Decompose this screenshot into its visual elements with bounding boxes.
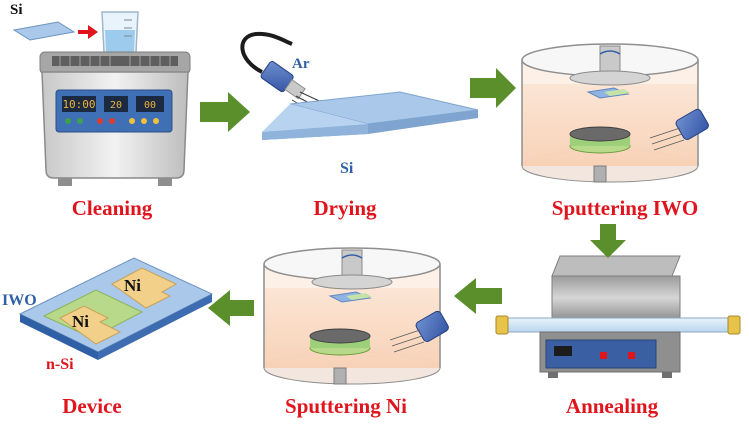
- argon-label: Ar: [292, 56, 310, 72]
- red-arrow-right: [78, 25, 98, 39]
- drying-illustration: [240, 31, 479, 140]
- nitrogen-gun: [260, 61, 306, 100]
- cleaner-display-time: 10:00: [62, 98, 95, 111]
- arrow-sputtering-ni-to-device: [208, 290, 254, 326]
- arrow-sputtering-to-annealing: [590, 224, 626, 258]
- step-label-device: Device: [62, 394, 122, 418]
- step-label-annealing: Annealing: [565, 394, 659, 418]
- furnace-tube: [501, 317, 735, 333]
- tube-furnace: [495, 255, 741, 378]
- cleaner-display-power: 00: [144, 100, 156, 111]
- si-wafer-label: Si: [10, 2, 23, 18]
- cleaner-display-temp: 20: [110, 100, 122, 111]
- arrow-cleaning-to-drying: [200, 92, 250, 132]
- ni-electrode-bottom: [59, 305, 122, 345]
- sputter-chamber-ni: [263, 247, 449, 385]
- n-si-label: n-Si: [46, 356, 74, 373]
- flow-arrows: [200, 68, 626, 326]
- ni-top-label: Ni: [124, 276, 141, 295]
- cleaning-illustration: [12, 11, 191, 186]
- device-illustration: [18, 257, 214, 360]
- gas-hose: [240, 31, 293, 74]
- step-label-drying: Drying: [313, 196, 377, 220]
- sputter-chamber-iwo: [521, 43, 709, 183]
- si-wafer: [12, 21, 76, 41]
- step-label-sputtering-iwo: Sputtering IWO: [551, 196, 699, 220]
- step-label-cleaning: Cleaning: [71, 196, 153, 220]
- step-label-sputtering-ni: Sputtering Ni: [285, 394, 407, 418]
- iwo-label: IWO: [2, 292, 37, 309]
- si-substrate-label: Si: [340, 160, 354, 177]
- arrow-annealing-to-sputtering-ni: [454, 278, 502, 314]
- ni-electrode-top: [111, 267, 178, 309]
- arrow-drying-to-sputtering: [470, 68, 516, 108]
- ni-bottom-label: Ni: [72, 312, 89, 331]
